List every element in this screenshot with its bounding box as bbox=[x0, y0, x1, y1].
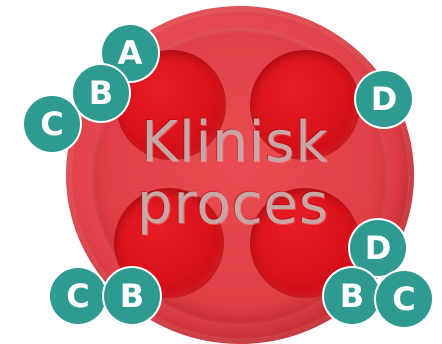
badge-b-bottom-right[interactable]: B bbox=[324, 268, 380, 324]
badge-c-top[interactable]: C bbox=[24, 96, 80, 152]
badge-b-top[interactable]: B bbox=[73, 65, 129, 121]
title-line-2: proces bbox=[136, 172, 330, 237]
badge-c-bottom-left[interactable]: C bbox=[50, 268, 106, 324]
badge-d-right[interactable]: D bbox=[356, 71, 412, 127]
badge-b-bottom-left[interactable]: B bbox=[104, 268, 160, 324]
button-hole-top-right bbox=[250, 50, 360, 160]
title-line-1: Klinisk bbox=[141, 110, 329, 175]
badge-c-bottom-right[interactable]: C bbox=[376, 271, 432, 327]
badge-d-bottom-right[interactable]: D bbox=[350, 220, 406, 276]
